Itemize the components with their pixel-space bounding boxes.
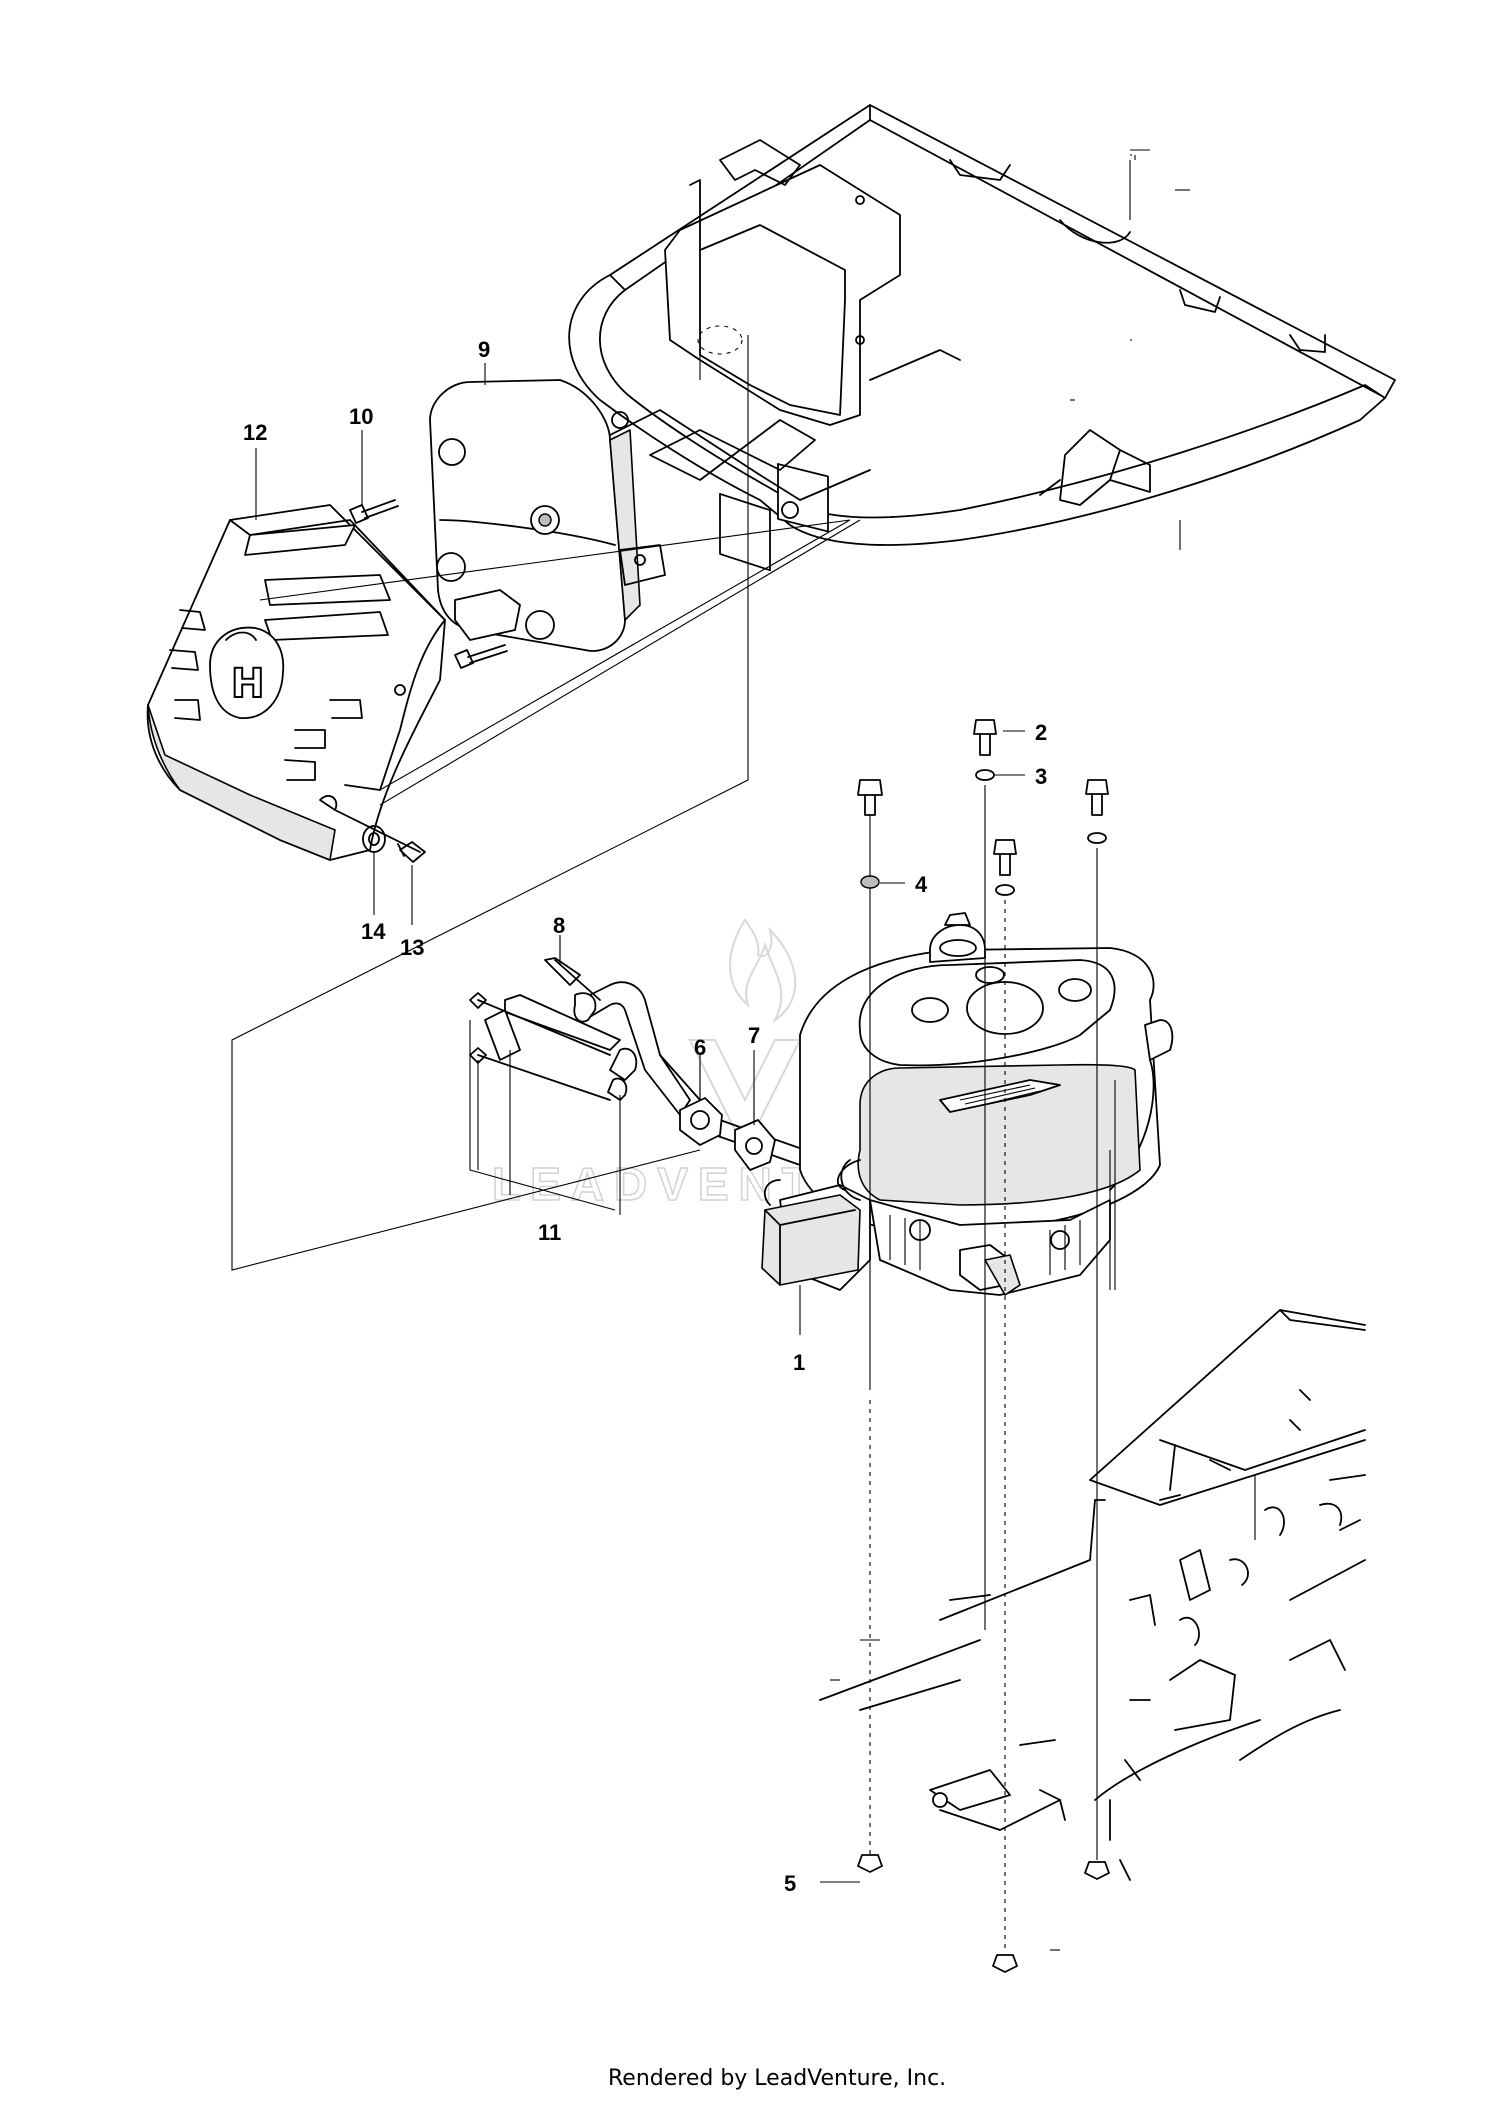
footer-credit: Rendered by LeadVenture, Inc. [608, 2066, 946, 2091]
callout-labels: 1 2 3 4 5 6 7 8 9 10 11 12 13 14 [243, 337, 1047, 1896]
callout-leaders [255, 363, 1025, 1883]
callout-3: 3 [1035, 764, 1047, 789]
callout-4: 4 [915, 872, 928, 897]
callout-7: 7 [748, 1023, 760, 1048]
callout-9: 9 [478, 337, 490, 362]
callout-2: 2 [1035, 720, 1047, 745]
callout-11: 11 [538, 1220, 561, 1245]
callout-8: 8 [553, 913, 565, 938]
engine [761, 912, 1174, 1296]
assembly-lines [231, 335, 861, 1271]
muffler [429, 379, 666, 652]
callout-6: 6 [694, 1035, 706, 1060]
callout-12: 12 [243, 420, 267, 445]
callout-13: 13 [400, 935, 424, 960]
logo-letter: H [231, 661, 264, 707]
lower-chassis [819, 1309, 1366, 1951]
callout-5: 5 [784, 1871, 796, 1896]
mounting-hardware [857, 719, 1116, 1973]
callout-1: 1 [793, 1350, 805, 1375]
callout-14: 14 [361, 919, 386, 944]
callout-10: 10 [349, 404, 373, 429]
muffler-bracket [599, 139, 961, 572]
muffler-guard: H [146, 504, 446, 861]
muffler-bolts [349, 499, 508, 669]
